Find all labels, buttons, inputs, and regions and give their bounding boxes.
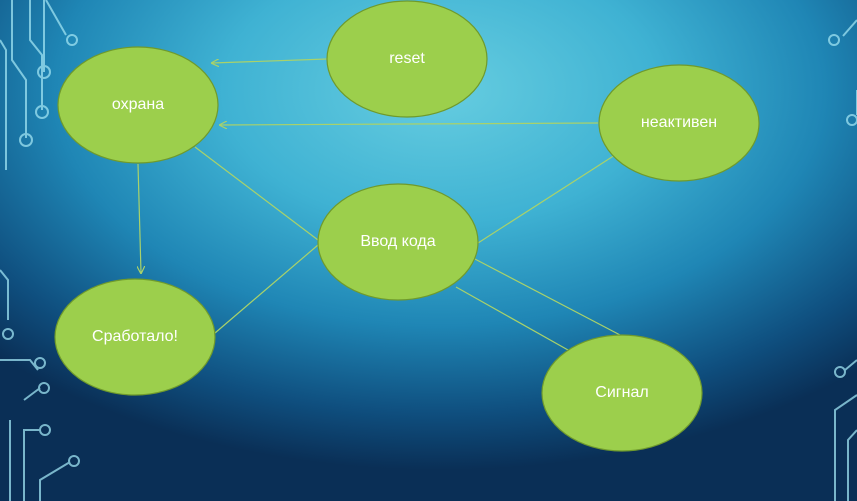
node-vvod-koda (317, 183, 479, 301)
node-reset-label: reset (389, 50, 425, 67)
circuit-decoration-right (828, 19, 857, 501)
edge-srabotalo-vvod (214, 244, 319, 334)
circuit-decoration-left (0, 0, 80, 501)
node-reset (326, 0, 488, 118)
node-vvod-koda-label: Ввод кода (360, 233, 436, 250)
node-srabotalo (54, 278, 216, 396)
node-signal-label: Сигнал (595, 384, 649, 401)
nodes (54, 0, 760, 452)
node-okhrana (57, 46, 219, 164)
node-neaktiven (598, 64, 760, 182)
edge-vvod-signal-1 (472, 257, 623, 337)
node-neaktiven-label: неактивен (640, 114, 718, 131)
node-signal (541, 334, 703, 452)
edge-reset-okhrana (212, 58, 328, 63)
node-srabotalo-label: Сработало! (92, 328, 178, 345)
edge-vvod-signal-2 (455, 286, 569, 351)
edges (138, 58, 623, 351)
node-okhrana-label: охрана (111, 96, 165, 113)
edge-neaktiven-vvod (477, 154, 616, 244)
edge-neaktiven-okhrana (220, 123, 599, 125)
edge-okhrana-vvod (194, 146, 319, 241)
edge-okhrana-srabotalo (138, 163, 141, 273)
